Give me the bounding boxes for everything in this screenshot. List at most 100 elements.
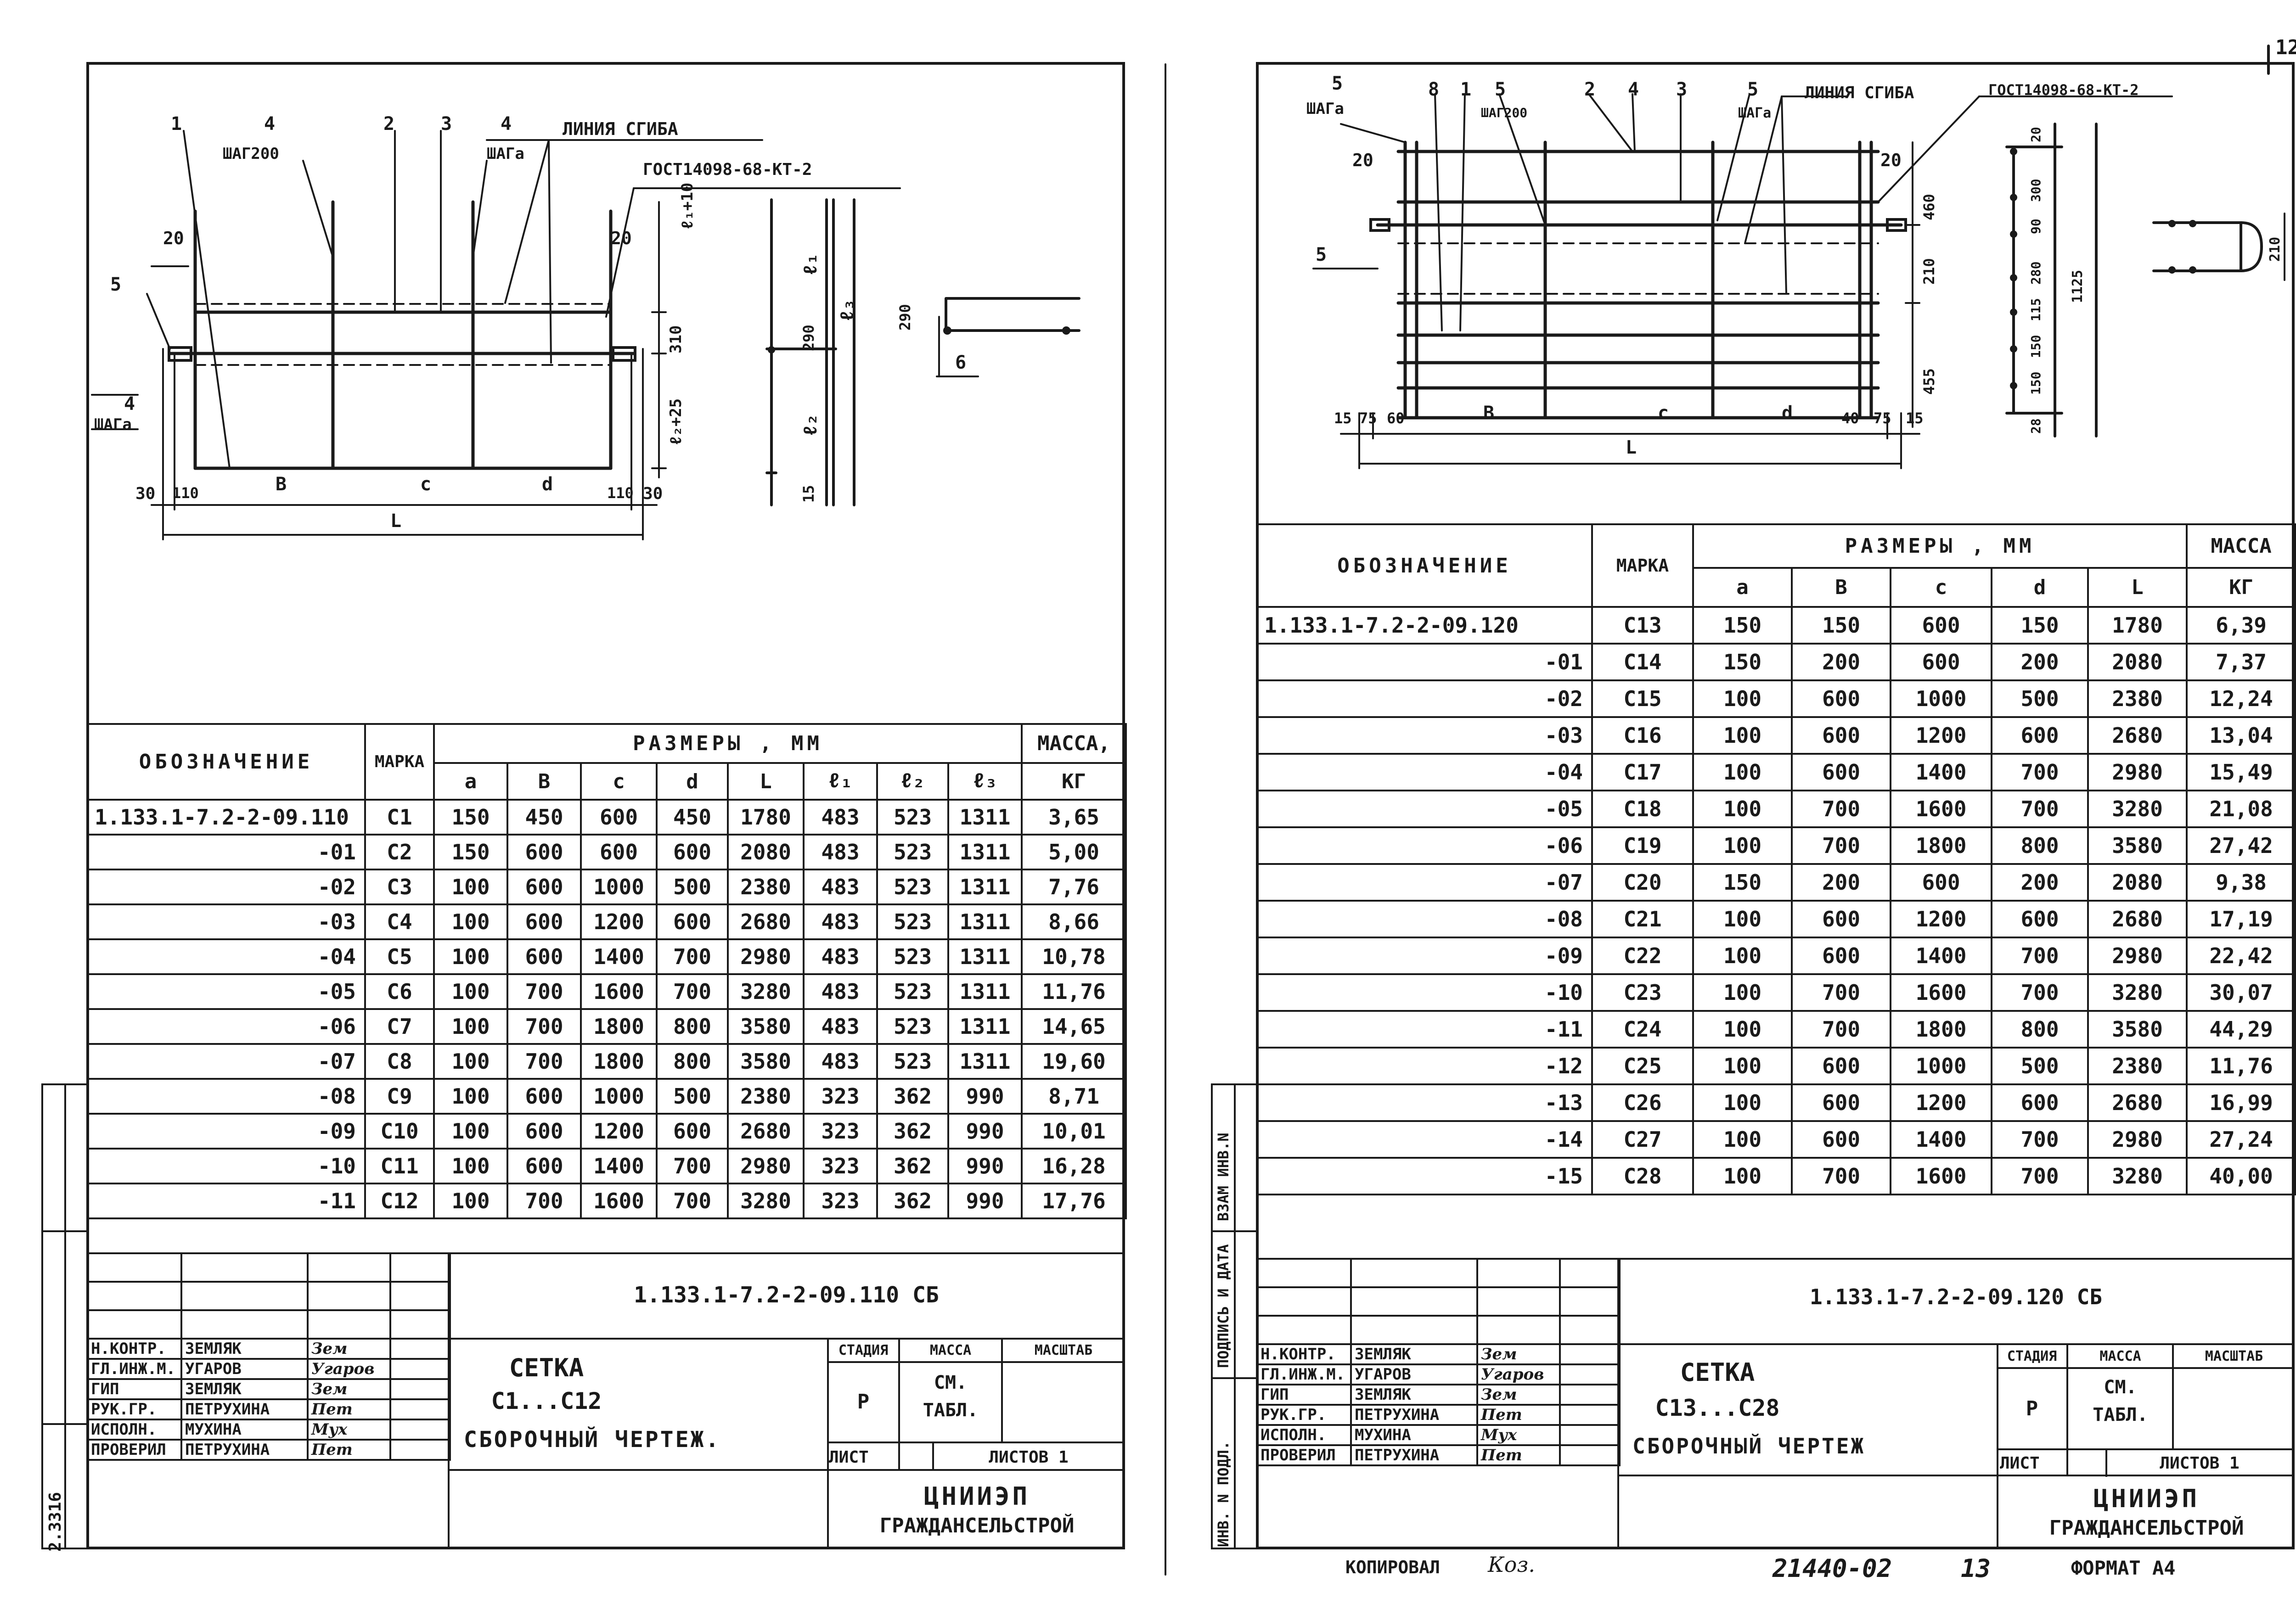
left-table-value-cell: 523 [876,799,949,836]
left-stamp-role-cell: ИСПОЛН. [86,1419,182,1441]
right-table-value-cell: 1600 [1890,790,1992,828]
right-table-value-cell: 9,38 [2186,863,2296,902]
right-table-value-cell: 100 [1692,826,1793,865]
left-table-value-cell: 150 [433,834,508,870]
right-sec-280: 280 [2028,261,2043,285]
left-table-value-cell: 323 [803,1078,878,1115]
left-table-value-cell: 523 [876,973,949,1010]
right-gost-label: ГОСТ14098-68-КТ-2 [1988,81,2139,99]
left-table-value-cell: 800 [656,1008,729,1045]
left-table-designation-cell: -11 [86,1183,366,1219]
left-callout-4c: 4 [124,393,135,415]
left-stamp-blank-cell [389,1309,451,1340]
right-section-dots [2010,148,2017,389]
left-title1: СЕТКА [509,1353,584,1382]
left-dim-20b: 20 [611,228,632,248]
right-table-value-cell: 12,24 [2186,679,2296,718]
left-stamp-blank-row [86,1252,451,1283]
left-table-mark-cell: С10 [364,1113,435,1150]
left-table-value-cell: 483 [803,834,878,870]
right-title2: С13...С28 [1655,1395,1780,1421]
left-table-value-cell: 7,76 [1021,869,1127,905]
right-table-value-cell: 150 [1991,606,2089,645]
left-callout-3: 3 [441,113,452,135]
left-table-value-cell: 17,76 [1021,1183,1127,1219]
left-table-value-cell: 2680 [727,903,805,940]
left-table-value-cell: 600 [506,869,582,905]
right-table-value-cell: 40,00 [2186,1157,2296,1195]
right-side-label-2: ПОДПИСЬ И ДАТА [1215,1244,1232,1368]
right-mass2: ТАБЛ. [2093,1404,2148,1425]
right-stamp-blank-cell [1350,1315,1478,1345]
right-sub-a: a [1692,567,1793,608]
right-dim-455: 455 [1920,368,1938,395]
right-table-value-cell: 1000 [1890,679,1992,718]
right-stamp-blank-cell [1476,1315,1561,1345]
right-stamp-name-cell: ПЕТРУХИНА [1350,1444,1478,1466]
right-stamp-name-cell: ЗЕМЛЯК [1350,1384,1478,1406]
right-table-value-cell: 1200 [1890,1083,1992,1122]
right-stamp-name-cell: ЗЕМЛЯК [1350,1343,1478,1365]
left-table-value-cell: 483 [803,1043,878,1080]
footer-copied: КОПИРОВАЛ [1345,1557,1440,1577]
left-table-value-cell: 100 [433,869,508,905]
left-table-value-cell: 700 [656,938,729,975]
right-sec-300: 300 [2028,179,2043,202]
left-table-value-cell: 11,76 [1021,973,1127,1010]
left-stamp-signature-cell: Зем [307,1378,391,1400]
right-table-value-cell: 100 [1692,716,1793,755]
right-table-value-cell: 600 [1791,679,1891,718]
left-table-value-cell: 990 [947,1183,1023,1219]
right-title1: СЕТКА [1680,1358,1755,1387]
right-stamp-name-cell: УГАРОВ [1350,1363,1478,1385]
left-table-designation-cell: 1.133.1-7.2-2-09.110 [86,799,366,836]
left-table-value-cell: 3280 [727,973,805,1010]
right-sub-c: c [1890,567,1992,608]
right-table-value-cell: 2680 [2087,1083,2188,1122]
left-table-value-cell: 362 [876,1113,949,1150]
left-stamp-name-cell: ПЕТРУХИНА [180,1398,309,1420]
right-table-mark-cell: С22 [1591,937,1694,975]
left-table-value-cell: 10,01 [1021,1113,1127,1150]
right-table-value-cell: 500 [1991,1047,2089,1085]
right-org-div [1997,1475,1998,1549]
right-table-designation-cell: -09 [1256,937,1593,975]
left-sec-l1: ℓ₁ [800,253,821,275]
right-table-value-cell: 2980 [2087,1120,2188,1159]
left-table-value-cell: 8,71 [1021,1078,1127,1115]
right-callout-5c: 5 [1747,79,1759,100]
right-table-value-cell: 1780 [2087,606,2188,645]
right-stamp-date-cell [1559,1424,1621,1446]
left-stage-h: СТАДИЯ [838,1342,889,1358]
left-dim-c: c [420,474,432,495]
right-table-value-cell: 700 [1991,1120,2089,1159]
left-table-value-cell: 100 [433,1078,508,1115]
right-table-value-cell: 2380 [2087,1047,2188,1085]
right-sheet-line [1997,1448,2295,1450]
left-table-value-cell: 100 [433,1183,508,1219]
left-sub-c: c [580,762,658,801]
left-stamp-blank-cell [180,1281,309,1311]
left-scale-h: МАСШТАБ [1034,1342,1093,1358]
left-table-value-cell: 500 [656,869,729,905]
left-dim-l2p25: ℓ₂+25 [667,398,685,445]
right-table-value-cell: 200 [1791,863,1891,902]
right-table-mark-cell: С23 [1591,973,1694,1012]
right-stamp-date-cell [1559,1363,1621,1385]
right-dim-d: d [1782,403,1793,424]
left-sub-l3: ℓ₃ [947,762,1023,801]
left-table-designation-cell: -10 [86,1148,366,1184]
right-table-value-cell: 700 [1991,753,2089,791]
right-table-value-cell: 100 [1692,973,1793,1012]
left-stamp-name-cell: УГАРОВ [180,1358,309,1380]
right-stamp-blank-cell [1559,1315,1621,1345]
